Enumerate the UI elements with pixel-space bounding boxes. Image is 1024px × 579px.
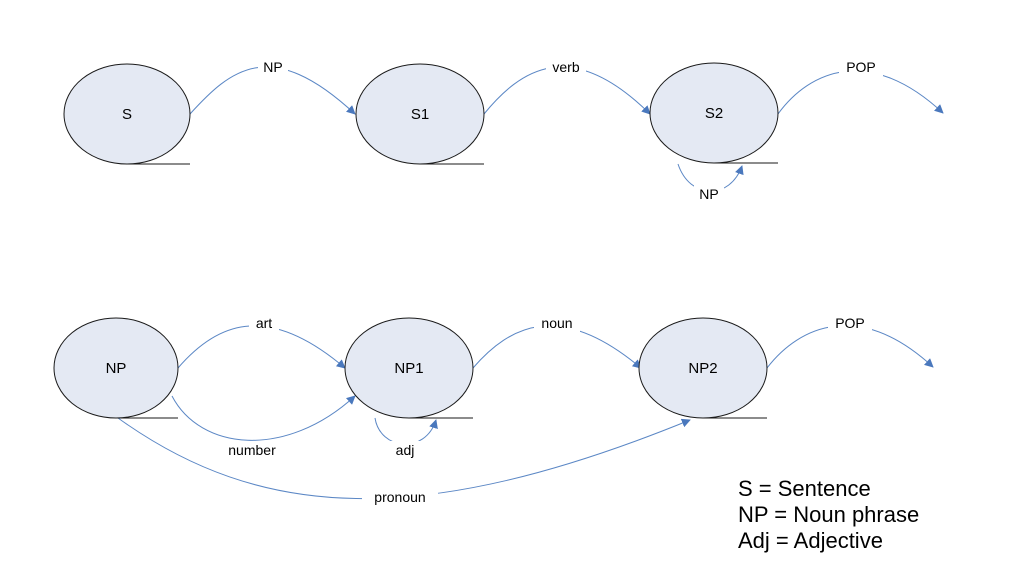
edge-label-np1-adj-loop: adj <box>390 441 420 459</box>
legend: S = Sentence NP = Noun phrase Adj = Adje… <box>738 476 919 553</box>
node-np2-label: NP2 <box>688 360 717 377</box>
edge-np2-pop <box>766 325 934 369</box>
edge-s2-pop <box>777 70 944 115</box>
node-np2: NP2 <box>638 317 768 419</box>
svg-text:NP: NP <box>699 186 718 202</box>
svg-text:POP: POP <box>846 59 876 75</box>
legend-line-2: NP = Noun phrase <box>738 502 919 527</box>
node-np: NP <box>53 317 179 419</box>
svg-text:pronoun: pronoun <box>374 489 425 505</box>
svg-text:art: art <box>256 315 272 331</box>
edge-label-np2-pop: POP <box>828 314 872 332</box>
node-s-label: S <box>122 106 132 123</box>
edge-label-np-art: art <box>249 314 279 332</box>
edge-s-np <box>189 66 356 115</box>
edge-np-pronoun <box>117 417 691 499</box>
node-s1: S1 <box>355 63 485 165</box>
edge-label-np1-noun: noun <box>534 314 580 332</box>
node-s: S <box>63 63 191 165</box>
edge-label-s1-verb: verb <box>546 58 586 76</box>
edge-label-np-number: number <box>219 441 285 459</box>
svg-text:POP: POP <box>835 315 865 331</box>
svg-text:adj: adj <box>396 442 415 458</box>
node-s1-label: S1 <box>411 106 429 123</box>
edge-label-s2-pop: POP <box>839 58 883 76</box>
edge-np-number <box>171 395 356 441</box>
node-s2: S2 <box>649 62 779 164</box>
node-np-label: NP <box>106 360 127 377</box>
svg-text:noun: noun <box>541 315 572 331</box>
edge-np-art <box>177 325 346 369</box>
svg-text:NP: NP <box>263 59 282 75</box>
sentence-network: S S1 S2 NP verb POP NP <box>63 58 944 203</box>
edge-np1-adj-loop <box>374 417 438 445</box>
edge-np1-noun <box>472 325 642 369</box>
legend-line-1: S = Sentence <box>738 476 871 501</box>
node-s2-label: S2 <box>705 105 723 122</box>
svg-text:verb: verb <box>552 59 579 75</box>
edge-label-np-pronoun: pronoun <box>362 488 438 506</box>
node-np1: NP1 <box>344 317 474 419</box>
edge-label-s2-np-loop: NP <box>694 185 724 203</box>
legend-line-3: Adj = Adjective <box>738 528 883 553</box>
node-np1-label: NP1 <box>394 360 423 377</box>
noun-phrase-network: NP NP1 NP2 art number noun POP <box>53 314 934 506</box>
svg-text:number: number <box>228 442 276 458</box>
edge-label-s-np: NP <box>258 58 288 76</box>
